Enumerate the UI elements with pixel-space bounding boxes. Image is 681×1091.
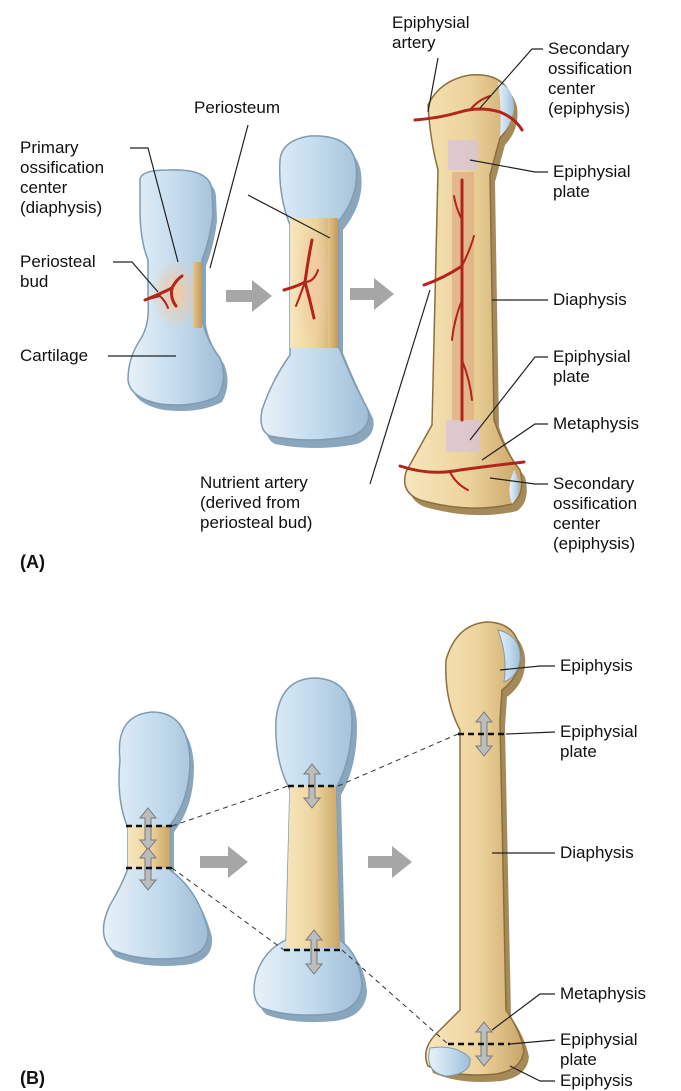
- label-epiphysial-plate-b-bottom: Epiphysial plate: [560, 1030, 638, 1070]
- label-epiphysial-plate-b-top: Epiphysial plate: [560, 722, 638, 762]
- label-metaphysis-b: Metaphysis: [560, 984, 646, 1004]
- label-epiphysial-plate-a-bottom: Epiphysial plate: [553, 347, 631, 387]
- growing-bone-b2: [254, 678, 367, 1022]
- progression-arrow: [350, 278, 394, 310]
- progression-arrow: [226, 280, 272, 312]
- label-periosteal-bud: Periosteal bud: [20, 252, 96, 292]
- panel-tag-b: (B): [20, 1068, 45, 1089]
- label-metaphysis-a: Metaphysis: [553, 414, 639, 434]
- label-epiphysis-b-top: Epiphysis: [560, 656, 633, 676]
- label-primary-ossification-center: Primary ossification center (diaphysis): [20, 138, 104, 218]
- label-diaphysis-b: Diaphysis: [560, 843, 634, 863]
- growing-bone-b1: [103, 712, 212, 966]
- label-epiphysial-plate-a-top: Epiphysial plate: [553, 162, 631, 202]
- label-periosteum: Periosteum: [194, 98, 280, 118]
- panel-tag-a: (A): [20, 552, 45, 573]
- label-epiphysis-b-bottom: Epiphysis: [560, 1071, 633, 1091]
- label-secondary-ossification-center-bottom: Secondary ossification center (epiphysis…: [553, 474, 637, 554]
- label-secondary-ossification-center-top: Secondary ossification center (epiphysis…: [548, 39, 632, 119]
- progression-arrow: [368, 846, 412, 878]
- label-epiphysial-artery: Epiphysial artery: [392, 13, 470, 53]
- cartilage-model-a1: [128, 170, 228, 411]
- bone-collar: [193, 262, 202, 328]
- label-nutrient-artery: Nutrient artery (derived from periosteal…: [200, 473, 312, 533]
- progression-arrow: [200, 846, 248, 878]
- long-bone-b3: [426, 622, 529, 1082]
- long-bone-a3: [405, 75, 527, 515]
- label-diaphysis-a: Diaphysis: [553, 290, 627, 310]
- label-cartilage: Cartilage: [20, 346, 88, 366]
